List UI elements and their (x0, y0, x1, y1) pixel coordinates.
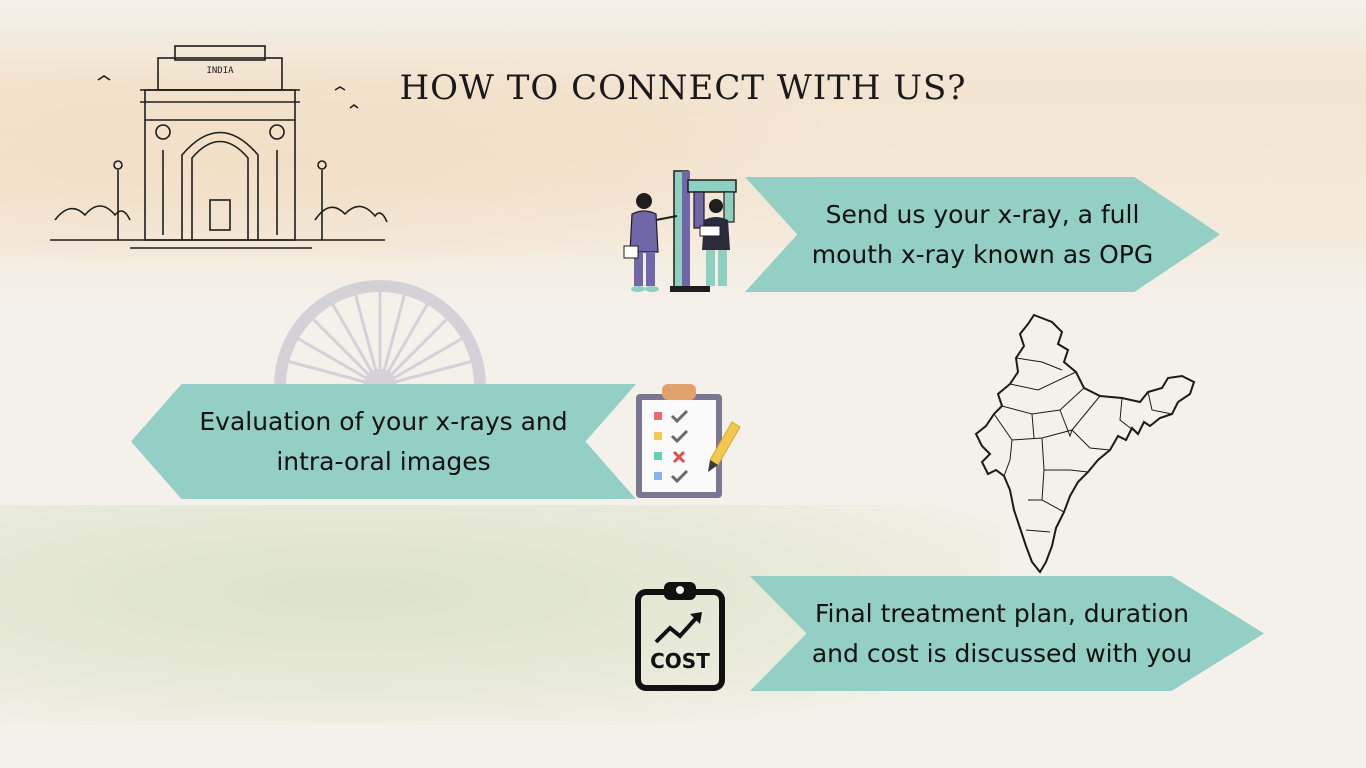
step-1-line-2: mouth x-ray known as OPG (811, 239, 1154, 269)
step-1-line-1: Send us your x-ray, a full (825, 199, 1140, 229)
step-3-line-1: Final treatment plan, duration (815, 598, 1189, 628)
ashoka-chakra-icon (274, 280, 486, 386)
step-3-line-2: and cost is discussed with you (811, 638, 1193, 668)
page-title: HOW TO CONNECT WITH US? (399, 68, 967, 108)
step-2-line-1: Evaluation of your x-rays and (199, 406, 568, 436)
step-2-text: Evaluation of your x-rays and intra-oral… (159, 402, 607, 482)
india-gate-label: INDIA (206, 66, 234, 76)
checklist-icon (636, 384, 741, 498)
india-map-icon (974, 313, 1196, 574)
step-2-arrow: Evaluation of your x-rays and intra-oral… (131, 384, 636, 499)
india-gate-icon: INDIA (50, 45, 388, 249)
step-1-arrow: Send us your x-ray, a full mouth x-ray k… (745, 177, 1220, 292)
step-1-text: Send us your x-ray, a full mouth x-ray k… (782, 195, 1184, 275)
step-3-text: Final treatment plan, duration and cost … (792, 594, 1222, 674)
cost-chart-icon: COST (635, 582, 725, 691)
xray-machine-icon (623, 170, 737, 292)
step-3-arrow: Final treatment plan, duration and cost … (750, 576, 1264, 691)
cost-label: COST (650, 649, 710, 673)
step-2-line-2: intra-oral images (276, 446, 491, 476)
